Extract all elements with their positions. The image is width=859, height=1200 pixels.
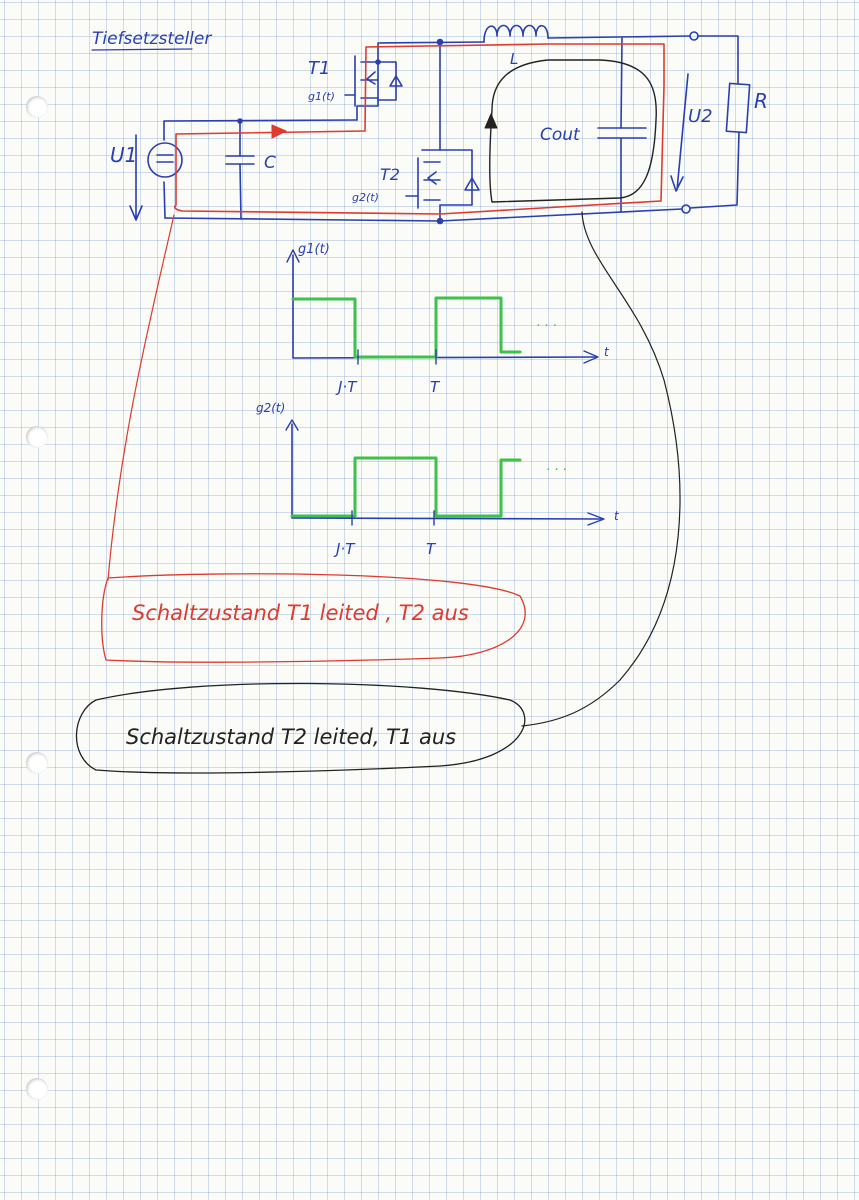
label-u1: U1 bbox=[110, 143, 137, 167]
label-g1: g1(t) bbox=[308, 90, 335, 103]
red-state-label: Schaltzustand T1 leited , T2 aus bbox=[132, 601, 469, 625]
g2-xlabel: t bbox=[614, 509, 620, 523]
label-c: C bbox=[264, 153, 276, 173]
label-l: L bbox=[510, 50, 518, 68]
label-u2: U2 bbox=[688, 106, 713, 127]
title-underline bbox=[91, 48, 193, 51]
label-t1: T1 bbox=[308, 58, 330, 79]
red-arrow bbox=[271, 124, 287, 139]
punch-hole bbox=[26, 96, 48, 118]
red-current-loop bbox=[174, 43, 665, 215]
g1-tick-dt: J·T bbox=[335, 378, 358, 396]
red-state-bubble bbox=[101, 573, 526, 663]
g2-ylabel: g2(t) bbox=[256, 401, 285, 415]
black-arrow bbox=[484, 113, 498, 129]
punch-hole bbox=[26, 426, 48, 448]
punch-hole bbox=[26, 1078, 48, 1100]
label-cout: Cout bbox=[540, 125, 581, 145]
label-t2: T2 bbox=[380, 165, 400, 184]
black-current-loop bbox=[488, 59, 657, 203]
g2-dots: · · · bbox=[546, 463, 567, 478]
g1-xlabel: t bbox=[604, 345, 610, 359]
g1-dots: · · · bbox=[536, 319, 557, 334]
g1-ylabel: g1(t) bbox=[298, 242, 330, 257]
punch-hole bbox=[26, 752, 48, 774]
label-r: R bbox=[754, 89, 768, 113]
plot-g2: g2(t) t J·T T · · · bbox=[256, 401, 620, 558]
black-state-label: Schaltzustand T2 leited, T1 aus bbox=[126, 725, 456, 749]
red-connector bbox=[107, 214, 175, 581]
black-connector bbox=[521, 211, 681, 727]
plot-g1: g1(t) t J·T T · · · bbox=[286, 242, 610, 396]
circuit-wires bbox=[129, 24, 751, 225]
label-g2: g2(t) bbox=[352, 191, 379, 204]
title: Tiefsetzsteller bbox=[92, 29, 212, 49]
g2-tick-dt: J·T bbox=[333, 540, 356, 558]
black-state-bubble bbox=[75, 682, 526, 774]
g1-tick-t: T bbox=[430, 378, 441, 396]
g2-tick-t: T bbox=[426, 540, 437, 558]
